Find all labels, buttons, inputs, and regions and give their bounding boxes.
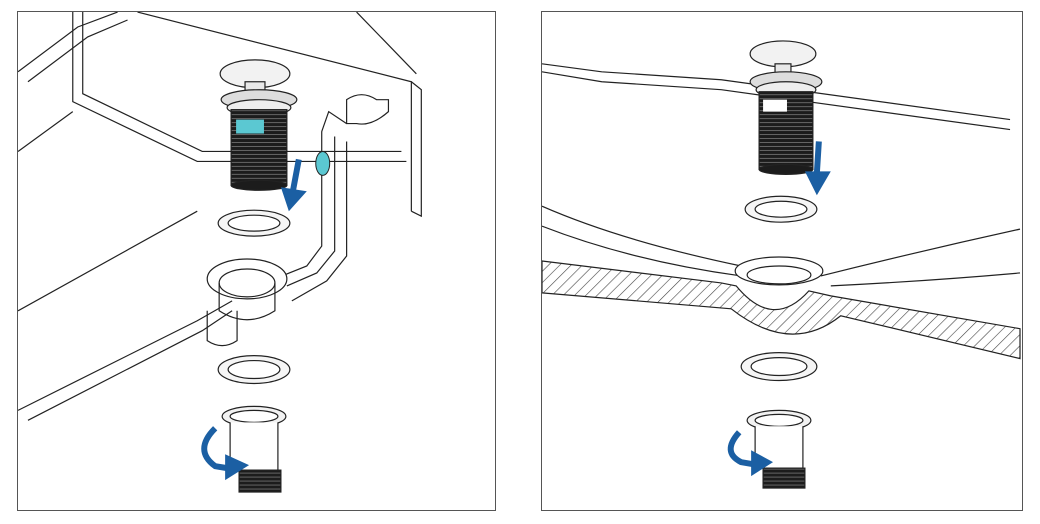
plug-label-highlight [236,119,264,134]
threaded-body [746,409,812,489]
plug-label [763,99,787,112]
overflow-channel [281,94,390,302]
popup-plug [219,59,298,191]
left-install-diagram [18,12,422,493]
basin-section [542,256,1021,360]
basin-outline [542,63,1021,287]
bottom-gasket [740,352,818,382]
right-install-panel [541,11,1023,511]
top-gasket [744,195,818,223]
popup-plug [749,40,823,175]
drain-hole [206,258,288,347]
overflow-ring-highlight [315,150,331,176]
rotate-arrow-icon [201,426,250,481]
sink-outline [18,12,422,421]
threaded-body [221,405,287,493]
left-install-panel [17,11,496,511]
bottom-gasket [217,355,291,385]
top-gasket [217,209,291,237]
rotate-arrow-icon [727,430,774,477]
down-arrow-icon [280,158,307,212]
right-install-diagram [542,40,1021,489]
down-arrow-icon [804,141,831,196]
